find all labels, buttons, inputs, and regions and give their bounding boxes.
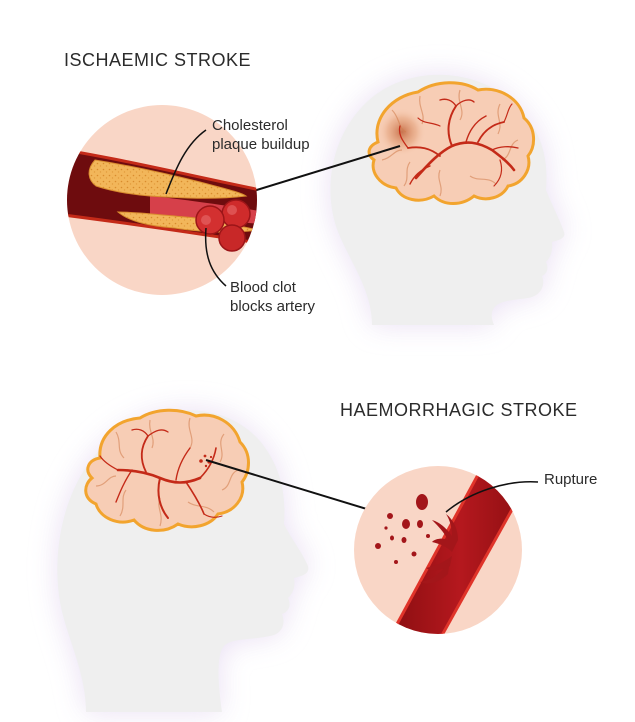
plaque-label-line1: Cholesterol	[212, 117, 288, 134]
plaque-label-line2: plaque buildup	[212, 136, 310, 153]
connector-line-haemorrhagic	[205, 459, 371, 511]
haemorrhagic-stroke-title: HAEMORRHAGIC STROKE	[340, 400, 578, 420]
leader-plaque	[165, 129, 207, 195]
plaque-label: Cholesterol plaque buildup	[212, 116, 310, 154]
brain-icon	[367, 81, 535, 205]
brain-icon-bottom	[84, 408, 250, 532]
artery-cross-section-icon	[67, 105, 257, 295]
rupture-label: Rupture	[544, 471, 598, 488]
leader-clot	[204, 227, 227, 287]
clot-label-line2: blocks artery	[230, 298, 316, 315]
leader-rupture	[445, 481, 539, 513]
clot-label: Blood clot blocks artery	[230, 278, 315, 316]
ischaemic-stroke-title: ISCHAEMIC STROKE	[64, 50, 252, 70]
clot-label-line1: Blood clot	[230, 279, 296, 296]
blood-clot-icon	[195, 199, 251, 252]
connector-line-ischaemic	[246, 145, 401, 194]
ruptured-vessel-icon	[354, 466, 522, 634]
